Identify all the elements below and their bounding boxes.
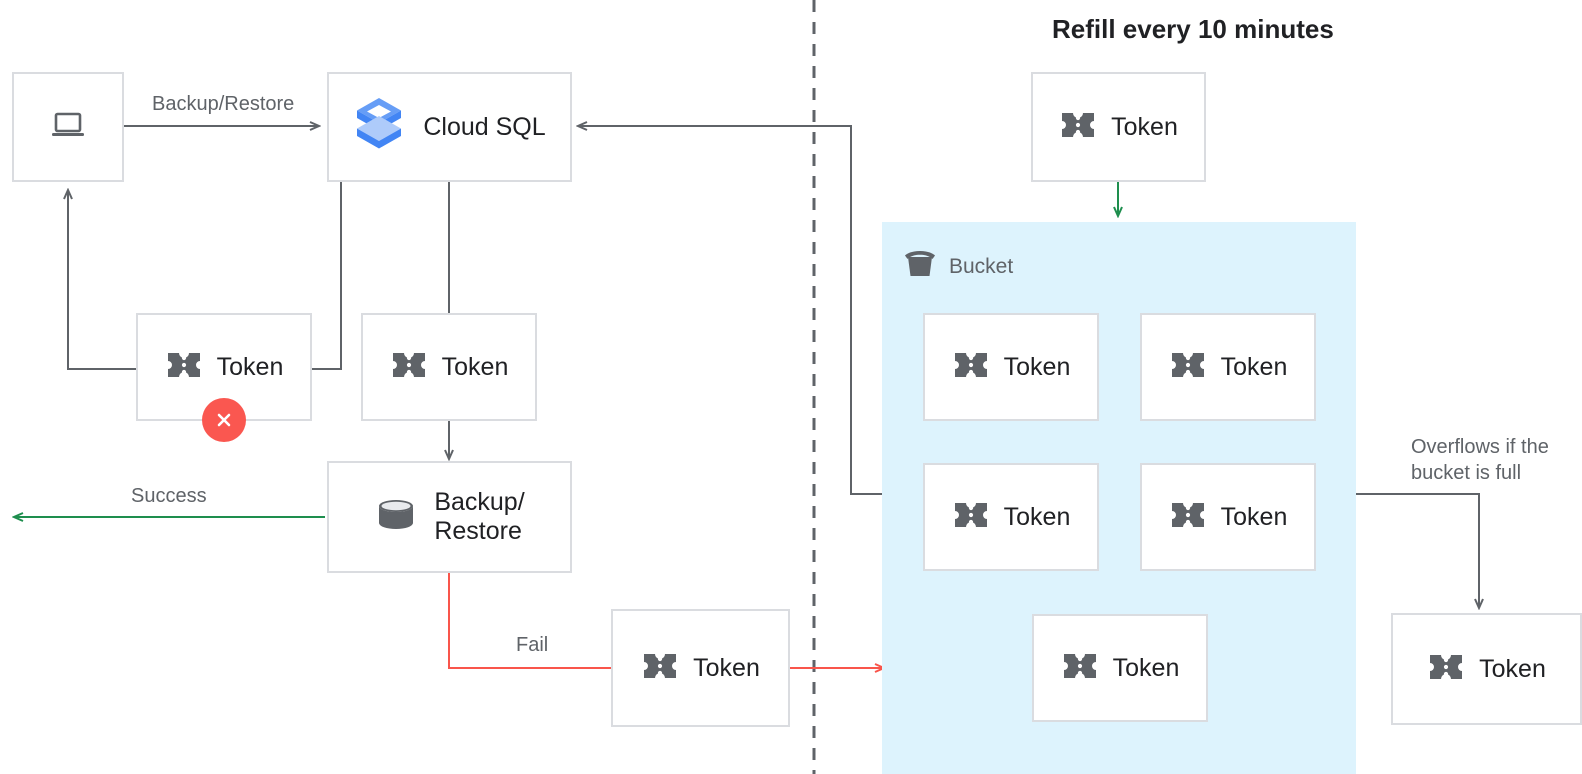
- token-icon: [641, 651, 679, 686]
- cloud-sql-icon: [353, 96, 405, 159]
- bucket-label: Bucket: [949, 254, 1014, 278]
- edge-label-fail: Fail: [516, 634, 549, 656]
- backup-restore-line-2: Restore: [434, 517, 522, 545]
- bucket-header: Bucket: [903, 248, 1013, 285]
- node-bucket-token-3[interactable]: Token: [923, 463, 1099, 571]
- node-cloud-sql-label: Cloud SQL: [423, 112, 546, 141]
- node-client[interactable]: [12, 72, 124, 182]
- node-bucket-token-1[interactable]: Token: [923, 313, 1099, 421]
- node-cloud-sql[interactable]: Cloud SQL: [327, 72, 572, 182]
- page-title: Refill every 10 minutes: [1052, 14, 1334, 44]
- node-backup-restore[interactable]: Backup/ Restore: [327, 461, 572, 573]
- node-token-mid-label: Token: [441, 352, 509, 381]
- token-icon: [1169, 500, 1207, 535]
- token-icon: [952, 500, 990, 535]
- backup-restore-line-1: Backup/: [434, 488, 525, 517]
- token-icon: [1427, 652, 1465, 687]
- token-icon: [390, 350, 428, 385]
- node-bucket-token-3-label: Token: [1003, 502, 1071, 531]
- close-icon: [217, 413, 231, 427]
- node-backup-restore-label: Backup/ Restore: [434, 488, 524, 546]
- node-token-fail-label: Token: [693, 653, 760, 682]
- node-bucket-token-4-label: Token: [1220, 502, 1288, 531]
- node-bucket-token-5-label: Token: [1112, 653, 1180, 682]
- node-token-left-label: Token: [216, 352, 284, 381]
- node-bucket-token-5[interactable]: Token: [1032, 614, 1208, 722]
- node-token-overflow-label: Token: [1479, 654, 1546, 683]
- edge-bucket-overflow: [1356, 493, 1479, 608]
- node-bucket-token-1-label: Token: [1003, 352, 1071, 381]
- token-icon: [952, 350, 990, 385]
- token-icon: [1169, 350, 1207, 385]
- node-token-overflow[interactable]: Token: [1391, 613, 1582, 725]
- node-token-mid[interactable]: Token: [361, 313, 537, 421]
- token-icon: [1061, 651, 1099, 686]
- edge-label-success: Success: [131, 485, 207, 507]
- laptop-icon: [50, 110, 86, 145]
- node-token-left[interactable]: Token: [136, 313, 312, 421]
- edge-label-overflow: Overflows if the bucket is full: [1411, 435, 1571, 486]
- node-bucket-token-2[interactable]: Token: [1140, 313, 1316, 421]
- token-icon: [1059, 110, 1097, 145]
- node-token-refill[interactable]: Token: [1031, 72, 1206, 182]
- edge-label-overflow-line-2: bucket is full: [1411, 461, 1522, 484]
- status-badge-error: [202, 398, 246, 442]
- edge-label-backup-restore: Backup/Restore: [152, 93, 295, 115]
- edge-bucket-to-cloudsql: [578, 126, 884, 495]
- node-bucket-token-2-label: Token: [1220, 352, 1288, 381]
- node-token-refill-label: Token: [1111, 112, 1178, 141]
- token-icon: [165, 350, 203, 385]
- node-token-fail[interactable]: Token: [611, 609, 790, 727]
- bucket-icon: [903, 248, 937, 285]
- database-icon: [374, 497, 418, 538]
- edge-label-overflow-line-1: Overflows if the: [1411, 436, 1549, 458]
- node-bucket-token-4[interactable]: Token: [1140, 463, 1316, 571]
